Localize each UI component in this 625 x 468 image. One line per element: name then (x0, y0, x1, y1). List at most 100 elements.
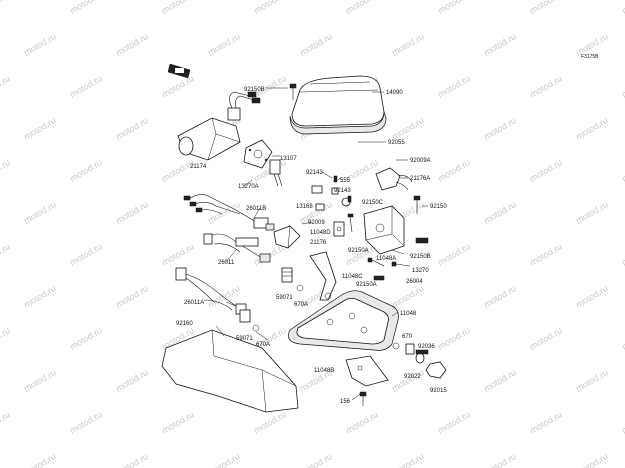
watermark-text: motod.ru (160, 241, 196, 267)
label-26011b: 26011B (246, 206, 266, 212)
leader-lines (215, 87, 428, 401)
label-11048d: 11048D (310, 230, 331, 236)
watermark-text: motod.ru (528, 325, 564, 351)
housing-11048 (288, 290, 399, 351)
label-11048b: 11048B (314, 368, 334, 374)
watermark-text: motod.ru (482, 283, 518, 309)
label-13270a: 13270A (238, 184, 259, 190)
label-21174: 21174 (190, 164, 207, 170)
label-26011a: 26011A (184, 300, 204, 306)
label-59071-b: 59071 (236, 336, 253, 342)
watermark-text: motod.ru (528, 241, 564, 267)
watermark-text: motod.ru (0, 325, 12, 351)
watermark-text: motod.ru (0, 73, 12, 99)
label-92150: 92150 (430, 204, 447, 210)
label-92150b-mid: 92150B (410, 254, 431, 260)
label-13107: 13107 (280, 156, 297, 162)
watermark-text: motod.ru (22, 451, 58, 468)
connector-59071-a (281, 267, 304, 292)
watermark-text: motod.ru (344, 409, 380, 435)
label-14090: 14090 (386, 90, 403, 96)
watermark-text: motod.ru (68, 157, 104, 183)
watermark-text: motod.ru (68, 325, 104, 351)
label-11048c: 11048C (342, 274, 363, 280)
watermark-text: motod.ru (22, 283, 58, 309)
watermark-text: motod.ru (22, 31, 58, 57)
arm-11048c (309, 251, 337, 301)
watermark-text: motod.ru (206, 451, 242, 468)
watermark-text: motod.ru (114, 115, 150, 141)
label-26004: 26004 (406, 279, 423, 285)
watermark-text: motod.ru (436, 73, 472, 99)
harness-26011a (175, 267, 247, 315)
watermark-text: motod.ru (482, 115, 518, 141)
watermark-text: motod.ru (390, 283, 426, 309)
watermark-text: motod.ru (528, 157, 564, 183)
label-92150a-b: 92150A (356, 282, 377, 288)
watermark-text: motod.ru (0, 409, 12, 435)
watermark-text: motod.ru (206, 31, 242, 57)
label-92160: 92160 (176, 321, 193, 327)
watermark-text: motod.ru (436, 409, 472, 435)
watermark-text: motod.ru (482, 367, 518, 393)
fastener-cluster (392, 342, 447, 379)
watermark-text: motod.ru (574, 199, 610, 225)
watermark-text: motod.ru (298, 31, 334, 57)
label-59071-a: 59071 (276, 295, 293, 301)
watermark-text: motod.ru (620, 241, 625, 267)
watermark-text: motod.ru (114, 367, 150, 393)
harness-26011b (183, 194, 275, 231)
switch-21176a (375, 167, 413, 191)
label-92150b-top: 92150B (244, 87, 265, 93)
diagram-ref-code: F3175B (581, 54, 599, 60)
watermark-text: motod.ru (0, 0, 12, 16)
watermark-text: motod.ru (574, 115, 610, 141)
watermark-text: motod.ru (114, 199, 150, 225)
watermark-text: motod.ru (22, 115, 58, 141)
watermark-text: motod.ru (482, 31, 518, 57)
label-92055: 92055 (388, 140, 405, 146)
shaft-13107 (269, 159, 283, 187)
cover-92160 (161, 329, 299, 413)
bolt-156 (359, 391, 367, 406)
label-11048: 11048 (400, 311, 417, 317)
watermark-text: motod.ru (574, 283, 610, 309)
watermark-text: motod.ru (160, 0, 196, 16)
bracket-11048a (363, 205, 405, 255)
watermark-text: motod.ru (252, 0, 288, 16)
front-arrow-icon (167, 63, 191, 79)
watermark-text: motod.ru (68, 241, 104, 267)
small-parts-cluster (311, 175, 352, 211)
watermark-text: motod.ru (160, 73, 196, 99)
plate-13270a (243, 139, 273, 169)
label-92022: 92022 (404, 374, 421, 380)
watermark-text: motod.ru (620, 0, 625, 16)
watermark-text: motod.ru (160, 409, 196, 435)
bolt-group (347, 195, 429, 281)
bracket-11048b (345, 355, 389, 387)
bracket-11048d (333, 221, 345, 237)
watermark-text: motod.ru (620, 73, 625, 99)
watermark-text: motod.ru (482, 199, 518, 225)
watermark-text: motod.ru (574, 451, 610, 468)
label-670a-b: 670A (256, 342, 270, 348)
label-92143-b: 92143 (334, 188, 351, 194)
watermark-text: motod.ru (528, 73, 564, 99)
label-670: 670 (402, 334, 413, 340)
watermark-text: motod.ru (390, 367, 426, 393)
label-11048a: 11048A (376, 256, 396, 262)
watermark-text: motod.ru (68, 0, 104, 16)
label-92150a-a: 92150A (348, 248, 369, 254)
label-92143-a: 92143 (306, 170, 323, 176)
watermark-text: motod.ru (252, 409, 288, 435)
label-670a-a: 670A (294, 302, 308, 308)
label-92150c: 92150C (362, 200, 384, 206)
watermark-text: motod.ru (436, 157, 472, 183)
label-26011: 26011 (218, 260, 235, 266)
watermark-text: motod.ru (114, 451, 150, 468)
watermark-text: motod.ru (68, 73, 104, 99)
switch-21176 (273, 225, 301, 249)
label-92036: 92036 (418, 344, 435, 350)
motor-part (177, 91, 261, 161)
